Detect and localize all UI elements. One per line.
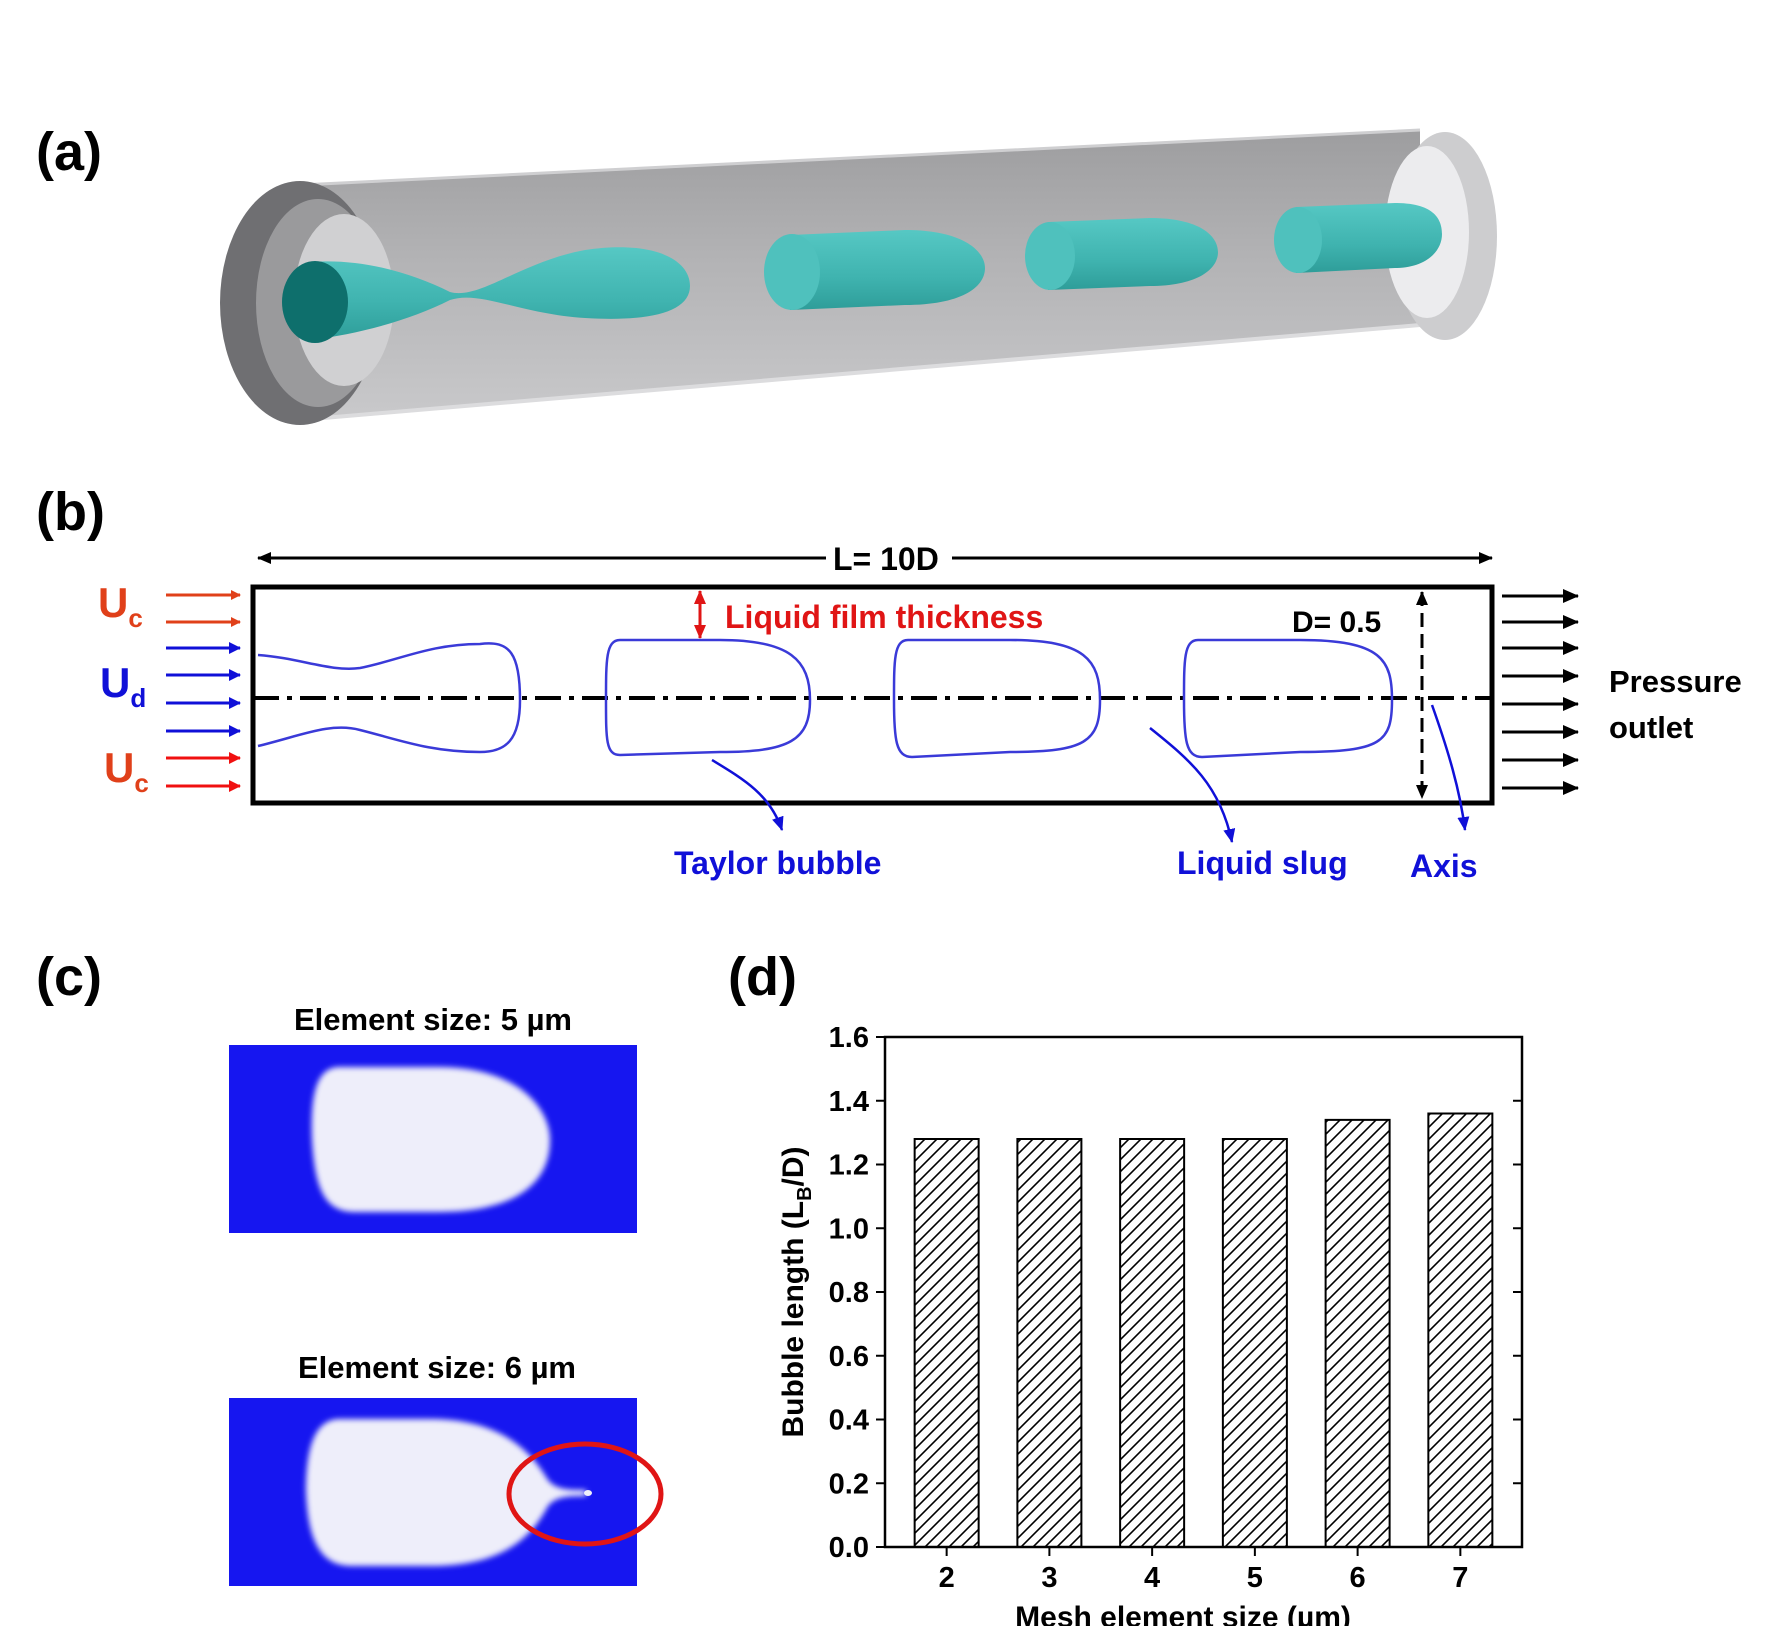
bar-6 xyxy=(1324,1118,1391,1548)
length-dimension: L= 10D xyxy=(257,541,1493,577)
x-tick-label: 2 xyxy=(939,1562,955,1594)
taylor-bubble-outline-2 xyxy=(892,638,1102,759)
y-tick-label: 0.6 xyxy=(829,1341,869,1373)
diameter-label: D= 0.5 xyxy=(1292,606,1381,639)
panel-label-d: (d) xyxy=(728,947,797,1007)
pressure-outlet-label-line1: Pressure xyxy=(1609,664,1742,699)
y-tick-label: 0.8 xyxy=(829,1277,869,1309)
sim-snapshot-5um xyxy=(229,1045,637,1233)
y-tick-label: 0.4 xyxy=(829,1405,869,1437)
plot-frame xyxy=(883,1035,1524,1549)
x-tick-label: 7 xyxy=(1452,1562,1468,1594)
inlet-velocity-arrows xyxy=(166,590,241,792)
taylor-bubble-outline-1 xyxy=(604,638,812,757)
sim-title-5um: Element size: 5 µm xyxy=(294,1002,572,1037)
y-tick-label: 1.2 xyxy=(829,1150,869,1182)
bar-4 xyxy=(1119,1138,1186,1548)
x-tick-label: 5 xyxy=(1247,1562,1263,1594)
x-tick-label: 4 xyxy=(1144,1562,1160,1594)
taylor-bubble-3d-1 xyxy=(764,230,985,310)
pressure-outlet-label-line2: outlet xyxy=(1609,710,1693,745)
sim-title-6um: Element size: 6 µm xyxy=(298,1350,576,1385)
film-thickness-label: Liquid film thickness xyxy=(725,599,1043,635)
diameter-dimension: D= 0.5 xyxy=(1292,591,1428,799)
bubble-length-chart: 0.0 0.2 0.4 0.6 0.8 1.0 1.2 1.4 1.6 2 3 4 5 6 7 Mesh … xyxy=(777,1022,1524,1626)
y-tick-label: 1.4 xyxy=(829,1086,869,1118)
panel-label-b: (b) xyxy=(36,482,105,542)
svg-text:Ud: Ud xyxy=(100,659,146,713)
x-tick-label: 3 xyxy=(1041,1562,1057,1594)
svg-text:Uc: Uc xyxy=(98,579,143,633)
svg-text:Uc: Uc xyxy=(104,744,149,798)
panel-label-a: (a) xyxy=(36,122,102,182)
sim-snapshot-6um xyxy=(229,1398,637,1586)
taylor-bubble-3d-2 xyxy=(1025,218,1218,290)
inlet-thread-face xyxy=(282,261,348,343)
taylor-bubble-outline-3 xyxy=(1182,638,1394,759)
bar-2 xyxy=(913,1138,980,1548)
axis-label: Axis xyxy=(1410,848,1478,884)
callout-arrows xyxy=(711,704,1470,843)
y-axis-label: Bubble length (LB/D) xyxy=(777,1146,816,1437)
liquid-slug-label: Liquid slug xyxy=(1177,845,1348,881)
y-tick-label: 0.0 xyxy=(829,1532,869,1564)
x-axis-label: Mesh element size (µm) xyxy=(1015,1601,1351,1626)
uc-label-top: Uc xyxy=(98,579,143,633)
bubble-outlines xyxy=(257,638,1394,759)
bar-5 xyxy=(1221,1138,1288,1548)
y-tick-label: 0.2 xyxy=(829,1468,869,1500)
y-tick-label: 1.0 xyxy=(829,1213,869,1245)
tube-3d-render xyxy=(220,128,1497,425)
panel-label-c: (c) xyxy=(36,947,102,1007)
necking-bubble-outline xyxy=(257,642,522,754)
length-label: L= 10D xyxy=(833,541,939,577)
taylor-bubble-label: Taylor bubble xyxy=(674,845,881,881)
bar-7 xyxy=(1427,1112,1494,1548)
uc-label-bottom: Uc xyxy=(104,744,149,798)
taylor-bubble-3d-3 xyxy=(1274,203,1442,273)
bar-3 xyxy=(1016,1138,1083,1548)
y-tick-label: 1.6 xyxy=(829,1022,869,1054)
artifact-highlight-circle xyxy=(506,1441,664,1547)
necking-bubble-3d xyxy=(282,247,690,343)
outlet-arrows xyxy=(1502,589,1579,795)
x-tick-label: 6 xyxy=(1350,1562,1366,1594)
channel-domain xyxy=(250,584,1495,806)
ud-label: Ud xyxy=(100,659,146,713)
